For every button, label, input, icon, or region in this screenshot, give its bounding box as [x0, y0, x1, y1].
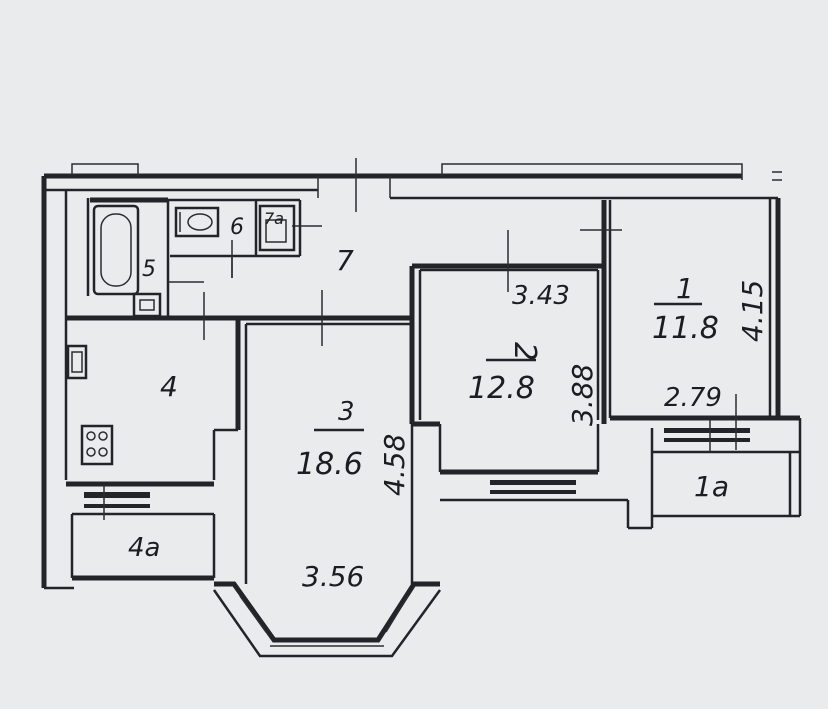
toilet: [174, 206, 220, 238]
room-1-length: 4.15: [736, 280, 769, 342]
corridor-7-number: 7: [336, 244, 354, 277]
stove: [80, 424, 114, 466]
room-7a-number: 7a: [264, 209, 284, 228]
room-2-width: 3.88: [566, 364, 599, 426]
balcony-4a-number: 4a: [128, 533, 160, 563]
bay-window: [212, 581, 442, 658]
room-3-width: 3.56: [302, 560, 364, 593]
room-1-area: 11.8: [652, 311, 719, 346]
kitchen-sink: [66, 344, 88, 380]
washbasin: [258, 204, 296, 252]
room-3-length: 4.58: [378, 434, 411, 496]
windows: [84, 420, 750, 520]
room-2-length: 3.43: [512, 281, 570, 311]
room-labels: 1 11.8 4.15 2.79 1a 3.43 2 12.8 3.88 3 1…: [128, 209, 769, 593]
bath-5-number: 5: [142, 257, 156, 282]
room-1-number: 1: [676, 272, 694, 305]
bathtub: [92, 204, 140, 296]
room-1-width: 2.79: [664, 383, 722, 413]
room-3-number: 3: [338, 397, 355, 427]
bath-washbasin: [132, 292, 162, 318]
room-3-area: 18.6: [296, 447, 363, 482]
interior-walls: [66, 158, 802, 584]
balcony-1a-number: 1a: [694, 470, 729, 503]
room-2-area: 12.8: [468, 371, 535, 406]
kitchen-4-number: 4: [160, 370, 178, 403]
room-2-number: 2: [507, 342, 542, 361]
wc-6-number: 6: [230, 215, 244, 240]
outer-walls: [41, 163, 782, 590]
